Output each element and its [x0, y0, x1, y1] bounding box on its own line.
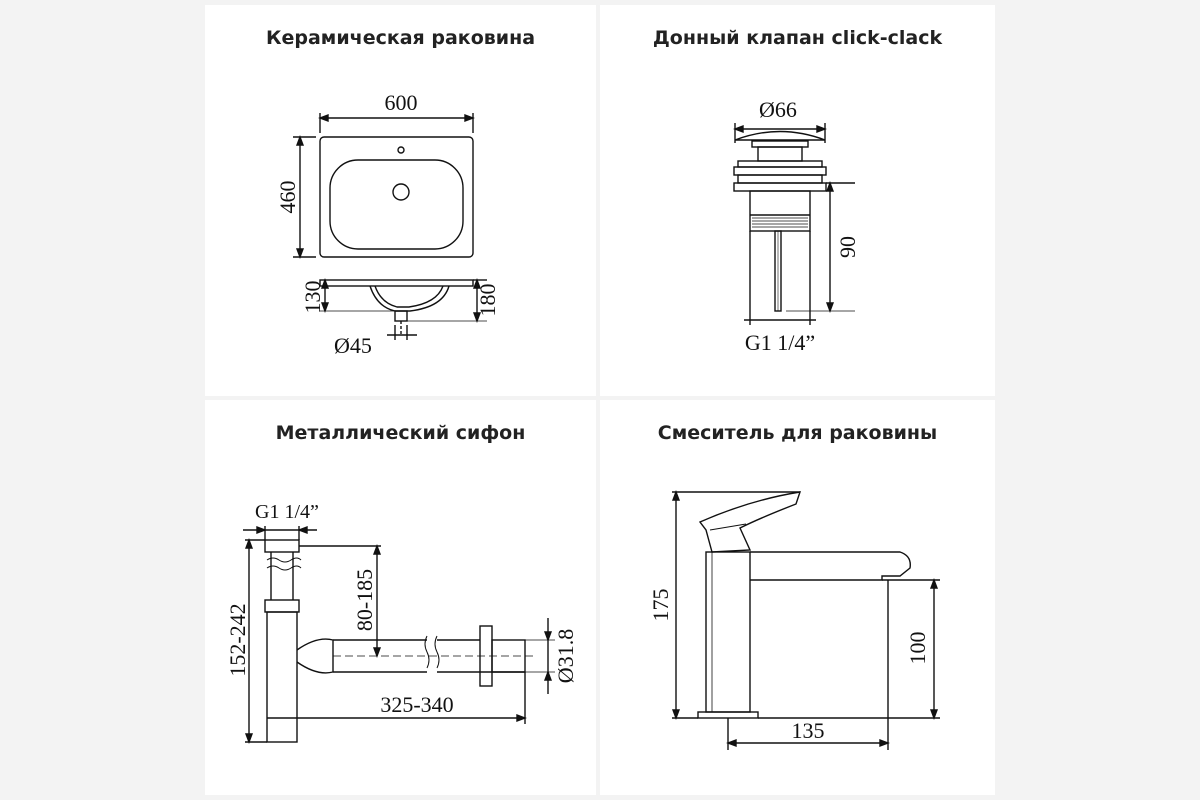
siphon-horizontal-pipe	[333, 639, 427, 673]
sink-bowl-outline	[329, 159, 464, 250]
siphon-elbow	[296, 638, 334, 674]
valve-flange	[737, 160, 823, 168]
valve-drawing: Ø66 90 G1 1/4”	[733, 97, 860, 355]
valve-body	[749, 190, 811, 232]
dim-valve-thread: G1 1/4”	[745, 330, 815, 355]
siphon-drawing: G1 1/4” 152-242 80-185 325-340	[225, 501, 578, 744]
dim-faucet-reach: 135	[792, 718, 825, 743]
dim-bowl-depth: 130	[300, 281, 325, 314]
dim-drain: Ø45	[334, 333, 372, 358]
faucet-drawing: 175 100 135	[648, 490, 940, 750]
panel-sink: Керамическая раковина 600 460 130	[205, 5, 596, 396]
panel-title-valve: Донный клапан click-clack	[652, 27, 943, 49]
dim-faucet-spout-height: 100	[905, 632, 930, 665]
panel-faucet: Смеситель для раковины 175 100 135	[600, 400, 995, 795]
sink-side-rim	[319, 279, 474, 287]
panel-title-faucet: Смеситель для раковины	[657, 422, 938, 444]
drain-hole	[392, 183, 410, 201]
faucet-hole	[397, 146, 405, 154]
siphon-inlet-nut	[264, 539, 300, 553]
dim-width: 600	[385, 90, 418, 115]
dim-siphon-thread: G1 1/4”	[255, 501, 319, 523]
panel-valve: Донный клапан click-clack Ø66 90	[600, 5, 995, 396]
dim-faucet-height: 175	[648, 589, 673, 622]
siphon-bottle	[266, 611, 298, 743]
faucet-body	[705, 551, 751, 713]
faucet-spout	[750, 551, 911, 581]
dim-valve-diameter: Ø66	[759, 97, 797, 122]
faucet-lever	[698, 491, 802, 553]
drain-outlet	[394, 310, 408, 322]
dim-siphon-adjust-height: 80-185	[352, 569, 377, 631]
panel-siphon: Металлический сифон G1 1/4” 152-242 80-1…	[205, 400, 596, 795]
dim-valve-height: 90	[835, 236, 860, 258]
sink-top-outline	[319, 136, 474, 258]
valve-cap	[734, 130, 826, 141]
sink-drawing: 600 460 130 180 Ø45	[275, 90, 500, 358]
faucet-base	[697, 711, 759, 719]
dim-siphon-outlet: Ø31.8	[553, 629, 578, 683]
dim-siphon-total-height: 152-242	[225, 603, 250, 676]
panel-title-siphon: Металлический сифон	[275, 422, 526, 444]
dim-depth: 460	[275, 181, 300, 214]
panel-title-sink: Керамическая раковина	[265, 27, 536, 49]
dim-siphon-length: 325-340	[380, 692, 453, 717]
siphon-upper-nut	[264, 599, 300, 613]
dim-total-height: 180	[475, 284, 500, 317]
